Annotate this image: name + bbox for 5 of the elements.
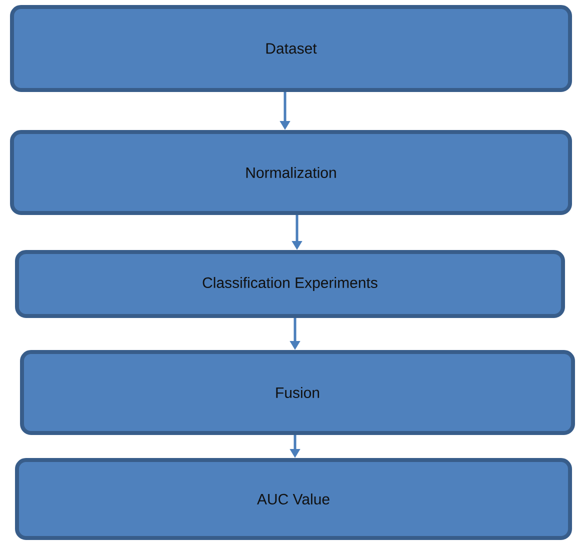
process-box: Normalization xyxy=(10,130,572,215)
process-box: Classification Experiments xyxy=(15,250,565,318)
process-box: Fusion xyxy=(20,350,575,435)
process-box: Dataset xyxy=(10,5,572,92)
process-box: AUC Value xyxy=(15,458,572,540)
